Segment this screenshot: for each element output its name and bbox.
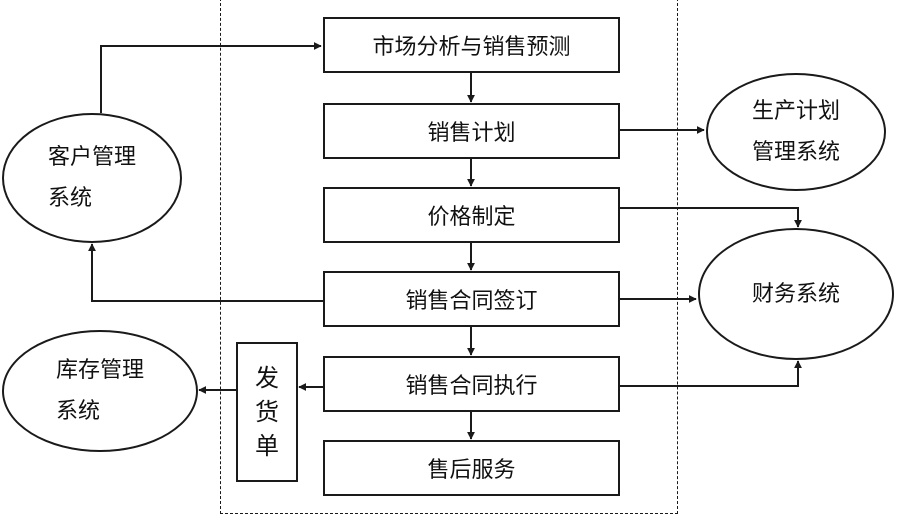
production-planning-label-line2: 管理系统 (751, 140, 840, 165)
step-pricing: 价格制定 (323, 187, 620, 243)
sales-process-boundary (220, 0, 678, 514)
step-pricing-label: 价格制定 (427, 205, 516, 230)
delivery-note-char-2: 货 (255, 398, 279, 426)
delivery-note-box: 发 货 单 (236, 342, 298, 482)
step-contract-execution: 销售合同执行 (323, 356, 620, 412)
step-after-sales-label: 售后服务 (427, 458, 516, 483)
step-market-analysis-label: 市场分析与销售预测 (372, 35, 571, 60)
arrow-signing-to-customer (88, 243, 323, 302)
step-contract-signing-label: 销售合同签订 (405, 289, 538, 314)
step-after-sales: 售后服务 (323, 440, 620, 496)
finance-system: 财务系统 (698, 228, 894, 360)
step-sales-plan-label: 销售计划 (427, 121, 516, 146)
customer-management-label-line1: 客户管理 (47, 145, 136, 170)
delivery-note-char-1: 发 (255, 364, 279, 392)
step-market-analysis: 市场分析与销售预测 (323, 17, 620, 73)
customer-management-label-line2: 系统 (47, 186, 92, 211)
inventory-management-label-line1: 库存管理 (55, 358, 144, 383)
arrow-execution-to-finance (620, 360, 802, 387)
step-sales-plan: 销售计划 (323, 103, 620, 159)
inventory-management-label-line2: 系统 (55, 399, 100, 424)
arrow-pricing-to-finance (620, 207, 802, 228)
arrow-customer-to-market (100, 42, 322, 113)
step-contract-signing: 销售合同签订 (323, 271, 620, 327)
delivery-note-char-3: 单 (255, 432, 279, 460)
production-planning-system: 生产计划 管理系统 (706, 73, 886, 191)
customer-management-system: 客户管理 系统 (2, 113, 182, 243)
inventory-management-system: 库存管理 系统 (2, 330, 198, 452)
finance-system-label: 财务系统 (751, 281, 840, 307)
production-planning-label-line1: 生产计划 (751, 99, 840, 124)
step-contract-execution-label: 销售合同执行 (405, 374, 538, 399)
